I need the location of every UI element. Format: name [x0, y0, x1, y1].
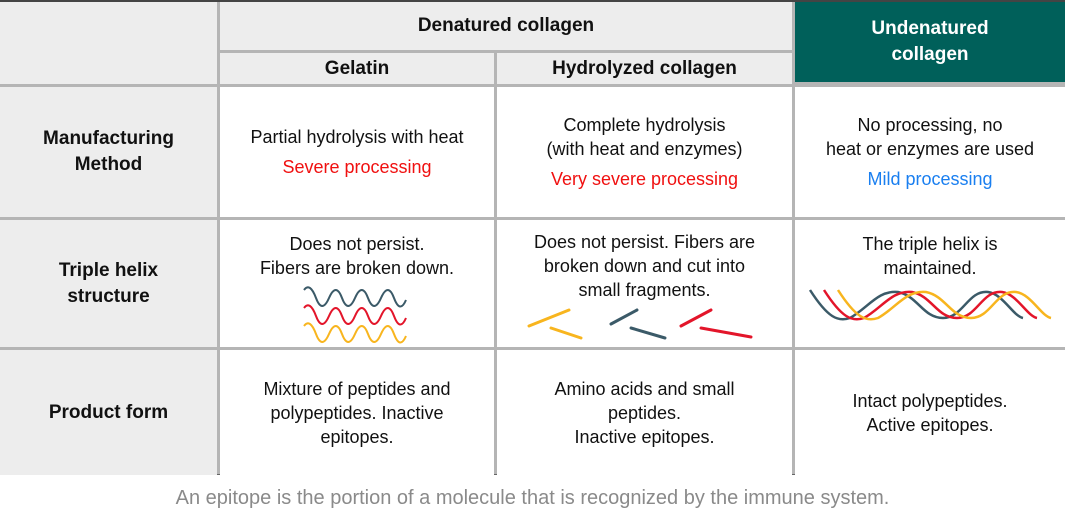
header-gelatin-label: Gelatin	[324, 57, 390, 79]
cell-hydrolyzed-helix: Does not persist. Fibers are broken down …	[497, 220, 792, 347]
processing-note-severe: Severe processing	[282, 157, 432, 177]
row-label-line: structure	[67, 285, 150, 307]
cell-text: Mixture of peptides and	[263, 378, 451, 399]
caption: An epitope is the portion of a molecule …	[175, 487, 890, 509]
cell-text: The triple helix is	[862, 234, 998, 254]
cell-text: No processing, no	[857, 115, 1003, 135]
cell-hydrolyzed-manufacturing: Complete hydrolysis (with heat and enzyme…	[497, 87, 792, 217]
cell-text: peptides.	[607, 402, 682, 423]
cell-text: Partial hydrolysis with heat	[250, 127, 464, 147]
row-label-line: Manufacturing	[43, 128, 174, 149]
cell-text: Does not persist. Fibers are	[533, 232, 756, 252]
header-denatured-label: Denatured collagen	[417, 15, 595, 36]
wavy-strands-icon	[303, 286, 407, 344]
cell-text: Fibers are broken down.	[259, 258, 455, 278]
header-hydrolyzed: Hydrolyzed collagen	[497, 53, 792, 84]
cell-text: Complete hydrolysis	[563, 115, 726, 135]
cell-text: heat or enzymes are used	[825, 139, 1035, 159]
comparison-table: Denatured collagen Gelatin Hydrolyzed co…	[0, 0, 1065, 475]
header-gelatin: Gelatin	[220, 53, 494, 84]
row-label-line: Product form	[48, 401, 169, 423]
cell-undenatured-manufacturing: No processing, no heat or enzymes are use…	[795, 87, 1065, 217]
cell-text: Inactive epitopes.	[574, 426, 715, 447]
header-undenatured-line: Undenatured	[871, 18, 989, 39]
cell-text: broken down and cut into	[543, 256, 746, 276]
cell-hydrolyzed-product: Amino acids and small peptides. Inactive e…	[497, 350, 792, 475]
cell-gelatin-helix: Does not persist. Fibers are broken down.	[220, 220, 494, 347]
cell-text: Does not persist.	[289, 234, 425, 254]
cell-text: epitopes.	[320, 426, 394, 447]
header-undenatured-line: collagen	[891, 44, 969, 65]
row-label-line: Method	[74, 154, 143, 175]
cell-text: (with heat and enzymes)	[546, 139, 743, 159]
header-hydrolyzed-label: Hydrolyzed collagen	[552, 57, 737, 79]
cell-text: maintained.	[883, 258, 977, 278]
cell-text: small fragments.	[578, 280, 711, 300]
cell-undenatured-product: Intact polypeptides. Active epitopes.	[795, 350, 1065, 475]
processing-note-very-severe: Very severe processing	[550, 169, 739, 189]
fragments-icon	[527, 308, 752, 340]
corner-cell	[0, 2, 217, 84]
row-label-line: Triple helix	[58, 259, 159, 281]
triple-helix-icon	[808, 289, 1051, 321]
row-label-triple-helix: Triple helix structure	[0, 220, 217, 347]
cell-text: Amino acids and small	[554, 378, 735, 399]
cell-text: Intact polypeptides.	[852, 390, 1008, 411]
row-label-product-form: Product form	[0, 350, 217, 475]
processing-note-mild: Mild processing	[867, 169, 993, 189]
header-denatured: Denatured collagen	[220, 2, 792, 50]
cell-undenatured-helix: The triple helix is maintained.	[795, 220, 1065, 347]
cell-text: polypeptides. Inactive	[270, 402, 444, 423]
cell-text: Active epitopes.	[866, 414, 994, 435]
header-undenatured: Undenatured collagen	[795, 2, 1065, 82]
cell-gelatin-product: Mixture of peptides and polypeptides. Ina…	[220, 350, 494, 475]
